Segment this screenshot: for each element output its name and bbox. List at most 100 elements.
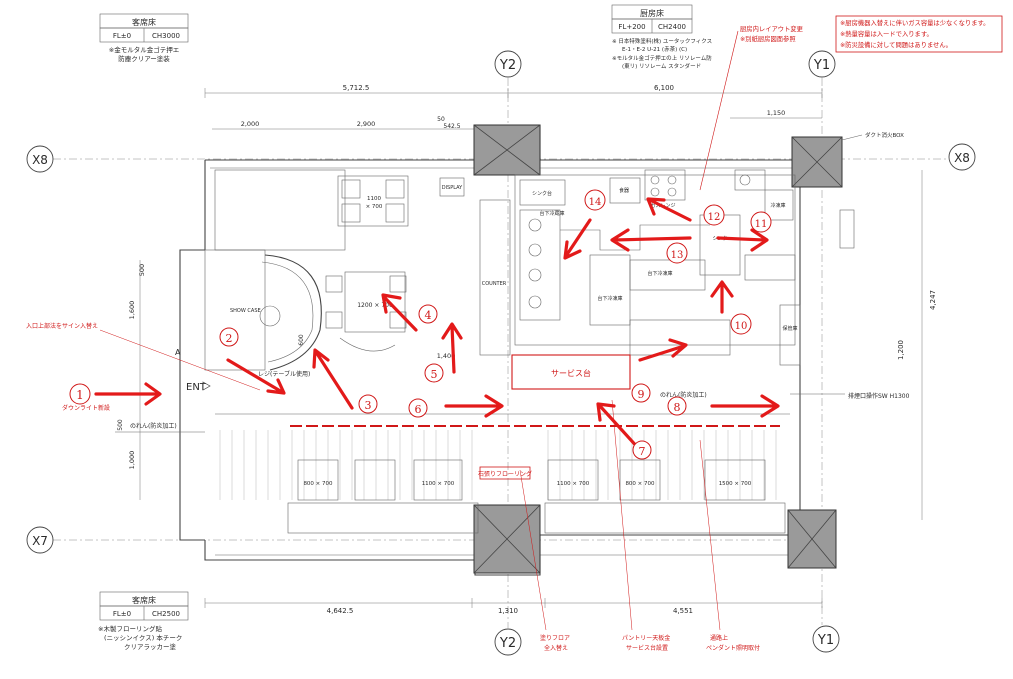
grid-line-x8: X8 X8: [26, 143, 976, 173]
svg-text:X8: X8: [32, 153, 48, 167]
svg-text:※厨房機器入替えに伴いガス容量は少なくなります。: ※厨房機器入替えに伴いガス容量は少なくなります。: [840, 18, 989, 27]
svg-text:クリアラッカー塗: クリアラッカー塗: [124, 642, 177, 651]
svg-text:台下冷蔵庫: 台下冷蔵庫: [539, 210, 564, 217]
svg-text:CH2500: CH2500: [152, 610, 180, 618]
svg-text:(東リ) リソレーム スタンダード: (東リ) リソレーム スタンダード: [622, 62, 701, 70]
svg-text:(ニッシンイクス) 本チーク: (ニッシンイクス) 本チーク: [104, 633, 182, 642]
marker-1: 1: [69, 383, 91, 405]
flow-arrows: [94, 197, 780, 452]
svg-text:13: 13: [671, 250, 684, 261]
marker-7: 7: [632, 440, 652, 460]
svg-text:厨房内レイアウト変更: 厨房内レイアウト変更: [740, 24, 804, 33]
svg-text:Y1: Y1: [817, 633, 834, 648]
svg-text:Y1: Y1: [813, 58, 830, 73]
step-markers: 1 2 3 4 5 6 7 8 9 10 11 12 13 14: [69, 189, 772, 460]
svg-text:542.5: 542.5: [443, 123, 460, 130]
service-counter: サービス台: [511, 354, 631, 390]
svg-text:14: 14: [589, 197, 602, 208]
marker-12: 12: [703, 204, 725, 226]
svg-text:10: 10: [735, 321, 748, 332]
svg-text:4,551: 4,551: [673, 607, 693, 615]
svg-text:レジ(テーブル使用): レジ(テーブル使用): [258, 370, 310, 378]
svg-text:全入替え: 全入替え: [544, 644, 568, 652]
svg-text:入口上部法をサイン入替え: 入口上部法をサイン入替え: [26, 322, 98, 330]
svg-text:3: 3: [365, 399, 372, 412]
svg-text:石張りフローリング: 石張りフローリング: [478, 470, 532, 478]
bottom-seating: 800 × 700 1100 × 700 1100 × 700 800 × 70…: [219, 430, 786, 534]
svg-text:防塵クリアー塗装: 防塵クリアー塗装: [118, 54, 170, 63]
svg-text:※金モルタル金ゴテ押エ: ※金モルタル金ゴテ押エ: [109, 45, 179, 54]
marker-9: 9: [631, 383, 651, 403]
svg-text:ダウンライト新設: ダウンライト新設: [62, 404, 110, 412]
svg-text:のれん(防炎加工): のれん(防炎加工): [130, 422, 177, 430]
svg-text:5: 5: [431, 368, 438, 381]
dimension-lines: 5,712.5 6,100 2,000 2,900 542.5 50 1,150…: [117, 84, 937, 615]
svg-text:500: 500: [138, 264, 146, 276]
svg-text:X8: X8: [954, 151, 970, 165]
marker-4: 4: [418, 304, 438, 324]
svg-text:台下冷凍庫: 台下冷凍庫: [597, 295, 622, 302]
svg-text:50: 50: [437, 116, 445, 123]
svg-text:9: 9: [638, 388, 645, 401]
grid-line-y2: Y2 Y2: [494, 50, 522, 656]
svg-text:ENT: ENT: [186, 382, 207, 393]
svg-text:800 × 700: 800 × 700: [625, 481, 655, 487]
finish-title: 客席床: [132, 17, 156, 27]
kitchen-note: 厨房内レイアウト変更 ※別紙厨房図面参照: [699, 24, 804, 191]
svg-text:Y2: Y2: [499, 636, 516, 651]
marker-8: 8: [667, 396, 687, 416]
svg-text:パントリー天板金: パントリー天板金: [622, 634, 670, 642]
marker-5: 5: [424, 363, 444, 383]
svg-text:FL+200: FL+200: [618, 23, 645, 31]
svg-text:のれん(防炎加工): のれん(防炎加工): [660, 391, 707, 399]
svg-text:1,600: 1,600: [128, 301, 136, 320]
svg-text:食器: 食器: [619, 187, 629, 194]
entrance-area: SHOW CASE ENT A のれん(防炎加工) レジ(テーブル使用): [115, 169, 346, 433]
svg-text:保管庫: 保管庫: [782, 325, 797, 332]
svg-text:1,150: 1,150: [767, 109, 786, 117]
svg-text:E-1・E-2 U-21 (赤茶) (C): E-1・E-2 U-21 (赤茶) (C): [622, 45, 687, 53]
svg-text:塗りフロア: 塗りフロア: [540, 634, 570, 642]
svg-text:FL±0: FL±0: [113, 610, 131, 618]
svg-text:FL±0: FL±0: [113, 32, 131, 40]
marker-10: 10: [730, 313, 752, 335]
svg-text:1,310: 1,310: [498, 607, 518, 615]
svg-text:12: 12: [708, 212, 721, 223]
svg-text:5,712.5: 5,712.5: [343, 84, 370, 92]
svg-text:600: 600: [298, 334, 305, 346]
svg-text:ペンダント照明取付: ペンダント照明取付: [706, 644, 760, 652]
bottom-red-notes: 塗りフロア 全入替え パントリー天板金 サービス台設置 通路上 ペンダント照明取…: [26, 322, 760, 652]
svg-text:厨房床: 厨房床: [640, 8, 664, 18]
svg-text:サービス台: サービス台: [551, 368, 591, 378]
dining-tables: 1100 × 700 1200 × 700 DISPLAY COUNTER: [325, 175, 511, 356]
svg-text:※木製フローリング貼: ※木製フローリング貼: [98, 624, 162, 633]
marker-14: 14: [584, 189, 606, 211]
marker-6: 6: [408, 398, 428, 418]
svg-text:1100 × 700: 1100 × 700: [557, 481, 590, 487]
grid-line-x7: X7: [26, 526, 800, 554]
svg-text:排煙口操作SW H1300: 排煙口操作SW H1300: [848, 392, 910, 400]
svg-text:台下冷凍庫: 台下冷凍庫: [647, 270, 672, 277]
svg-text:※別紙厨房図面参照: ※別紙厨房図面参照: [740, 34, 796, 43]
corridor-pendant-line: のれん(防炎加工) 排煙口操作SW H1300: [215, 391, 910, 427]
svg-text:7: 7: [639, 445, 646, 458]
marker-2: 2: [219, 327, 239, 347]
svg-text:8: 8: [674, 401, 681, 414]
structural-columns: [473, 124, 843, 574]
svg-text:1100: 1100: [367, 196, 381, 202]
svg-text:2,900: 2,900: [357, 120, 376, 128]
marker-11: 11: [750, 211, 772, 233]
svg-text:1200 × 700: 1200 × 700: [357, 302, 393, 309]
svg-text:シンク台: シンク台: [532, 190, 552, 197]
svg-text:ダクト消火BOX: ダクト消火BOX: [865, 131, 904, 139]
svg-text:A: A: [175, 348, 181, 357]
svg-text:4: 4: [425, 309, 432, 322]
svg-text:※ 日本特殊塗料(株) ユータックフィクス: ※ 日本特殊塗料(株) ユータックフィクス: [612, 37, 712, 45]
finish-box-top-left: 客席床 FL±0 CH3000 ※金モルタル金ゴテ押エ 防塵クリアー塗装: [99, 13, 189, 63]
svg-text:1,000: 1,000: [128, 451, 136, 470]
svg-text:COUNTER: COUNTER: [482, 281, 507, 287]
svg-text:500: 500: [117, 419, 124, 431]
svg-text:客席床: 客席床: [132, 595, 156, 605]
svg-text:※防災設備に対して問題はありません。: ※防災設備に対して問題はありません。: [840, 40, 952, 49]
